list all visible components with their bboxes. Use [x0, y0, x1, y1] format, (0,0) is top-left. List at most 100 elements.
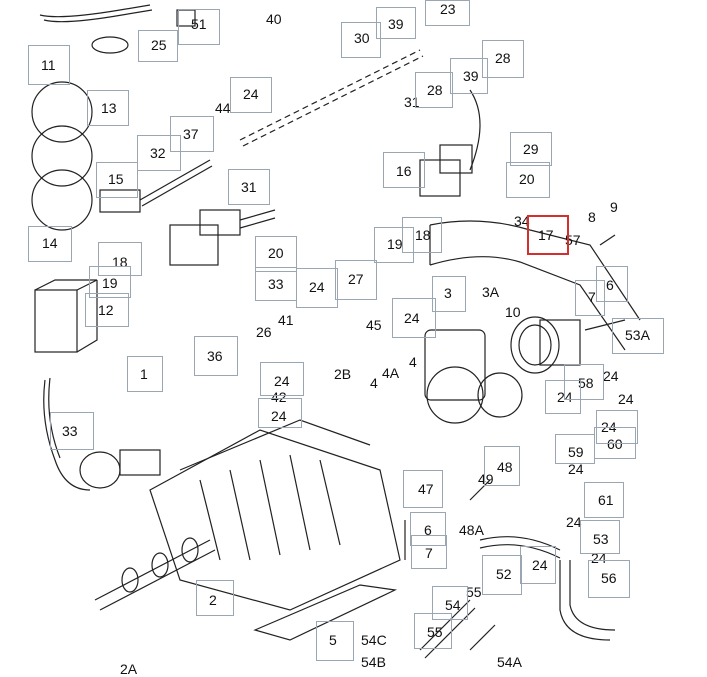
- callout-24: 24: [603, 368, 619, 384]
- hotspot-2[interactable]: [196, 580, 234, 616]
- callout-52: 52: [496, 566, 512, 582]
- hotspot-6[interactable]: [596, 266, 628, 302]
- hotspot-24-top[interactable]: [230, 77, 272, 113]
- hotspot-24d[interactable]: [260, 362, 304, 396]
- hotspot-56[interactable]: [588, 560, 630, 598]
- callout-24: 24: [309, 279, 325, 295]
- hotspot-29[interactable]: [510, 132, 552, 166]
- callout-59: 59: [568, 444, 584, 460]
- hotspot-28b[interactable]: [415, 72, 453, 108]
- callout-7: 7: [425, 545, 433, 561]
- hotspot-19b[interactable]: [374, 227, 414, 263]
- hotspot-24c[interactable]: [392, 298, 436, 338]
- hotspot-31[interactable]: [228, 169, 270, 205]
- hotspot-24b[interactable]: [296, 268, 338, 308]
- callout-19: 19: [387, 236, 403, 252]
- callout-24: 24: [591, 550, 607, 566]
- hotspot-53A[interactable]: [612, 318, 664, 354]
- hotspot-59[interactable]: [555, 434, 595, 464]
- hotspot-7[interactable]: [575, 280, 605, 316]
- callout-31: 31: [241, 179, 257, 195]
- callout-4: 4: [370, 375, 378, 391]
- callout-33: 33: [62, 423, 78, 439]
- hotspot-15[interactable]: [96, 162, 138, 198]
- hotspot-24f[interactable]: [545, 380, 581, 414]
- callout-10: 10: [505, 304, 521, 320]
- hotspot-13[interactable]: [87, 90, 129, 126]
- hotspot-47[interactable]: [403, 470, 443, 508]
- callout-15: 15: [108, 171, 124, 187]
- hotspot-24e[interactable]: [258, 398, 302, 428]
- hotspot-25[interactable]: [138, 30, 178, 62]
- hotspot-24h[interactable]: [520, 546, 556, 584]
- hotspot-39[interactable]: [450, 58, 488, 94]
- hotspot-58[interactable]: [564, 364, 604, 400]
- callout-19: 19: [102, 275, 118, 291]
- callout-3A: 3A: [482, 284, 500, 300]
- hotspot-12[interactable]: [85, 293, 129, 327]
- callout-49: 49: [478, 471, 494, 487]
- hotspot-28[interactable]: [482, 40, 524, 78]
- hotspot-33b[interactable]: [50, 412, 94, 450]
- hotspot-51[interactable]: [178, 9, 220, 45]
- callout-2B: 2B: [334, 366, 352, 382]
- hotspot-5[interactable]: [316, 621, 354, 661]
- callout-39: 39: [463, 68, 479, 84]
- hotspot-55[interactable]: [414, 613, 452, 649]
- callout-24: 24: [271, 408, 287, 424]
- hotspot-14[interactable]: [28, 226, 72, 262]
- callout-24: 24: [532, 557, 548, 573]
- callout-24: 24: [274, 373, 290, 389]
- hotspot-17[interactable]: [527, 215, 569, 255]
- callout-30: 30: [354, 30, 370, 46]
- callout-2A: 2A: [120, 661, 138, 677]
- callout-2: 2: [209, 592, 217, 608]
- callout-34: 34: [514, 213, 530, 229]
- callout-47: 47: [418, 481, 434, 497]
- hotspot-32[interactable]: [137, 135, 181, 171]
- hotspot-16[interactable]: [383, 152, 425, 188]
- hotspot-36[interactable]: [194, 336, 238, 376]
- hotspot-27[interactable]: [335, 260, 377, 300]
- callout-55: 55: [427, 624, 443, 640]
- hotspot-60[interactable]: [594, 427, 636, 459]
- hotspot-48[interactable]: [484, 446, 520, 486]
- callout-33: 33: [268, 276, 284, 292]
- hotspot-53[interactable]: [580, 520, 620, 554]
- callout-42: 42: [271, 389, 287, 405]
- callout-20: 20: [268, 245, 284, 261]
- hotspot-52[interactable]: [482, 555, 522, 595]
- hotspot-30[interactable]: [341, 22, 381, 58]
- callout-37: 37: [183, 126, 199, 142]
- callout-53: 53: [593, 531, 609, 547]
- callout-7: 7: [588, 289, 596, 305]
- callout-48: 48: [497, 459, 513, 475]
- callout-51: 51: [191, 16, 207, 32]
- hotspot-61[interactable]: [584, 482, 624, 518]
- hotspot-23[interactable]: [425, 0, 470, 26]
- hotspot-3[interactable]: [432, 276, 466, 312]
- callout-61: 61: [598, 492, 614, 508]
- callout-54B: 54B: [361, 654, 386, 670]
- hotspot-33[interactable]: [255, 267, 297, 301]
- hotspot-19[interactable]: [89, 266, 131, 298]
- hotspot-37[interactable]: [170, 116, 214, 152]
- hotspot-6b[interactable]: [410, 512, 446, 546]
- hotspot-20b[interactable]: [255, 236, 297, 272]
- hotspot-7b[interactable]: [411, 535, 447, 569]
- hotspot-20[interactable]: [506, 162, 550, 198]
- callout-44: 44: [215, 100, 231, 116]
- hotspot-39-top[interactable]: [376, 7, 416, 39]
- hotspot-54[interactable]: [432, 586, 468, 620]
- hotspot-18[interactable]: [98, 242, 142, 276]
- callout-3: 3: [444, 285, 452, 301]
- callout-24: 24: [243, 86, 259, 102]
- callout-40: 40: [266, 11, 282, 27]
- hotspot-18b[interactable]: [402, 217, 442, 253]
- hotspot-11[interactable]: [28, 45, 70, 85]
- callout-28: 28: [427, 82, 443, 98]
- hotspot-1[interactable]: [127, 356, 163, 392]
- callout-56: 56: [601, 570, 617, 586]
